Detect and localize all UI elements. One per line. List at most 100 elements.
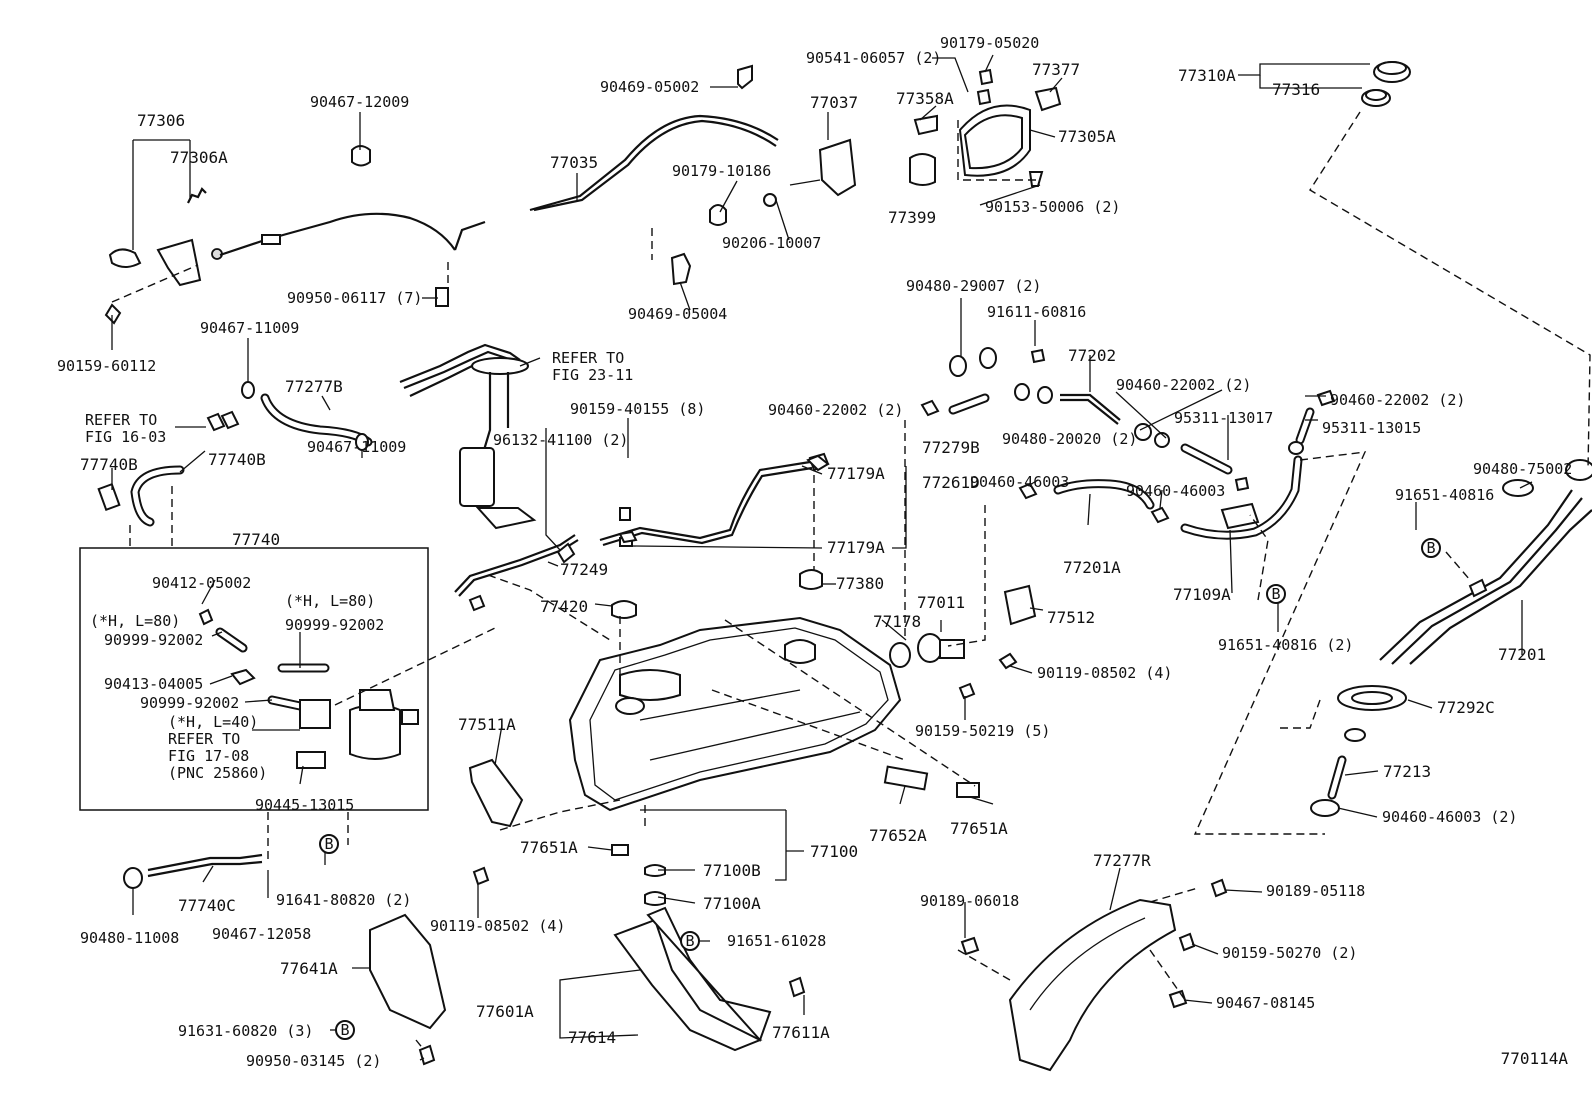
label-77201: 77201 [1498, 645, 1546, 664]
label-90460-46003-c: 90460-46003 (2) [1382, 808, 1517, 826]
label-77380: 77380 [836, 574, 884, 593]
label-77740b-left: 77740B [80, 455, 138, 474]
label-77651a-right: 77651A [950, 819, 1008, 838]
tank-bracket-77511a [468, 758, 524, 886]
label-96132-41100: 96132-41100 (2) [493, 431, 628, 449]
label-pnc-25860: (PNC 25860) [168, 764, 267, 782]
label-77306a: 77306A [170, 148, 228, 167]
label-90480-20020: 90480-20020 (2) [1002, 430, 1137, 448]
b-marker-text: B [685, 932, 694, 950]
label-77310a: 77310A [1178, 66, 1236, 85]
label-77740b-right: 77740B [208, 450, 266, 469]
label-77277r: 77277R [1093, 851, 1151, 870]
label-90179-05020: 90179-05020 [940, 34, 1039, 52]
fuel-line-77249 [454, 534, 579, 612]
label-77399: 77399 [888, 208, 936, 227]
part-number-labels: 77306 77306A 90467-12009 90950-06117 (7)… [57, 34, 1572, 1070]
label-77100b: 77100B [703, 861, 761, 880]
label-77512: 77512 [1047, 608, 1095, 627]
label-77100: 77100 [810, 842, 858, 861]
label-77306: 77306 [137, 111, 185, 130]
fuel-filler-lid [909, 68, 1062, 187]
installation-dashed-lines [111, 111, 1591, 1051]
fuel-pump-sender [399, 343, 537, 530]
hose-77740b [97, 465, 185, 527]
label-90467-08145: 90467-08145 [1216, 994, 1315, 1012]
label-77611a: 77611A [772, 1023, 830, 1042]
hose-77279b [920, 347, 997, 417]
label-77614: 77614 [568, 1028, 616, 1047]
label-91631-60820: 91631-60820 (3) [178, 1022, 313, 1040]
label-90179-10186: 90179-10186 [672, 162, 771, 180]
label-refer-to-17: REFER TO [168, 730, 240, 748]
filler-neck-77201 [1379, 459, 1592, 665]
opener-cable [219, 145, 486, 307]
label-77249: 77249 [560, 560, 608, 579]
label-90159-40155: 90159-40155 (8) [570, 400, 705, 418]
fuel-lid-cable [529, 64, 779, 286]
label-90412-05002: 90412-05002 [152, 574, 251, 592]
label-90460-46003-left: 90460-46003 [970, 473, 1069, 491]
label-77109a: 77109A [1173, 585, 1231, 604]
label-77179a-bottom: 77179A [827, 538, 885, 557]
label-77178: 77178 [873, 612, 921, 631]
label-fig-17-08: FIG 17-08 [168, 747, 249, 765]
label-77305a: 77305A [1058, 127, 1116, 146]
label-90467-11009-bottom: 90467-11009 [307, 438, 406, 456]
label-90950-03145: 90950-03145 (2) [246, 1052, 381, 1070]
label-95311-13017: 95311-13017 [1174, 409, 1273, 427]
label-77740c: 77740C [178, 896, 236, 915]
label-90480-29007: 90480-29007 (2) [906, 277, 1041, 295]
label-95311-13015: 95311-13015 [1322, 419, 1421, 437]
b-marker-text: B [1426, 539, 1435, 557]
b-reference-marker-2: B [1266, 584, 1286, 604]
b-reference-marker-5: B [335, 1020, 355, 1040]
label-90153-50006: 90153-50006 (2) [985, 198, 1120, 216]
label-91651-40816-high: 91651-40816 [1395, 486, 1494, 504]
label-77641a: 77641A [280, 959, 338, 978]
label-refer-to-23: REFER TO [552, 349, 624, 367]
hose-77740c [123, 853, 263, 889]
label-hl80-left: (*H, L=80) [90, 612, 180, 630]
label-90206-10007: 90206-10007 [722, 234, 821, 252]
hose-77109a [1180, 455, 1303, 540]
label-90950-06117: 90950-06117 (7) [287, 289, 422, 307]
label-refer-to-16: REFER TO [85, 411, 157, 429]
label-hl40: (*H, L=40) [168, 713, 258, 731]
label-77037: 77037 [810, 93, 858, 112]
label-fig-16-03: FIG 16-03 [85, 428, 166, 446]
filler-gasket-77292c [1310, 685, 1407, 817]
label-90467-11009-top: 90467-11009 [200, 319, 299, 337]
label-90413-04005: 90413-04005 [104, 675, 203, 693]
label-90469-05002: 90469-05002 [600, 78, 699, 96]
label-77279b: 77279B [922, 438, 980, 457]
label-90460-22002-right: 90460-22002 (2) [1330, 391, 1465, 409]
label-90159-60112: 90159-60112 [57, 357, 156, 375]
label-hl80-right: (*H, L=80) [285, 592, 375, 610]
label-77652a: 77652A [869, 826, 927, 845]
label-91651-61028: 91651-61028 [727, 932, 826, 950]
charcoal-canister-box [79, 547, 429, 811]
label-90541-06057: 90541-06057 (2) [806, 49, 941, 67]
label-77420: 77420 [540, 597, 588, 616]
pipe-77202 [1014, 348, 1170, 448]
label-77201a: 77201A [1063, 558, 1121, 577]
label-90460-22002-left: 90460-22002 (2) [768, 401, 903, 419]
label-90467-12058: 90467-12058 [212, 925, 311, 943]
label-91641-80820: 91641-80820 (2) [276, 891, 411, 909]
label-90159-50270: 90159-50270 (2) [1222, 944, 1357, 962]
fuel-tank [568, 616, 902, 812]
label-77202: 77202 [1068, 346, 1116, 365]
label-90119-08502-right: 90119-08502 (4) [1037, 664, 1172, 682]
b-marker-text: B [324, 835, 333, 853]
b-marker-text: B [1271, 585, 1280, 603]
label-77179a-top: 77179A [827, 464, 885, 483]
b-marker-text: B [340, 1021, 349, 1039]
b-reference-marker-3: B [1421, 538, 1441, 558]
label-90467-12009: 90467-12009 [310, 93, 409, 111]
label-90469-05004: 90469-05004 [628, 305, 727, 323]
fuel-lid-lock-bracket [789, 138, 857, 197]
label-90480-11008: 90480-11008 [80, 929, 179, 947]
label-90189-06018: 90189-06018 [920, 892, 1019, 910]
